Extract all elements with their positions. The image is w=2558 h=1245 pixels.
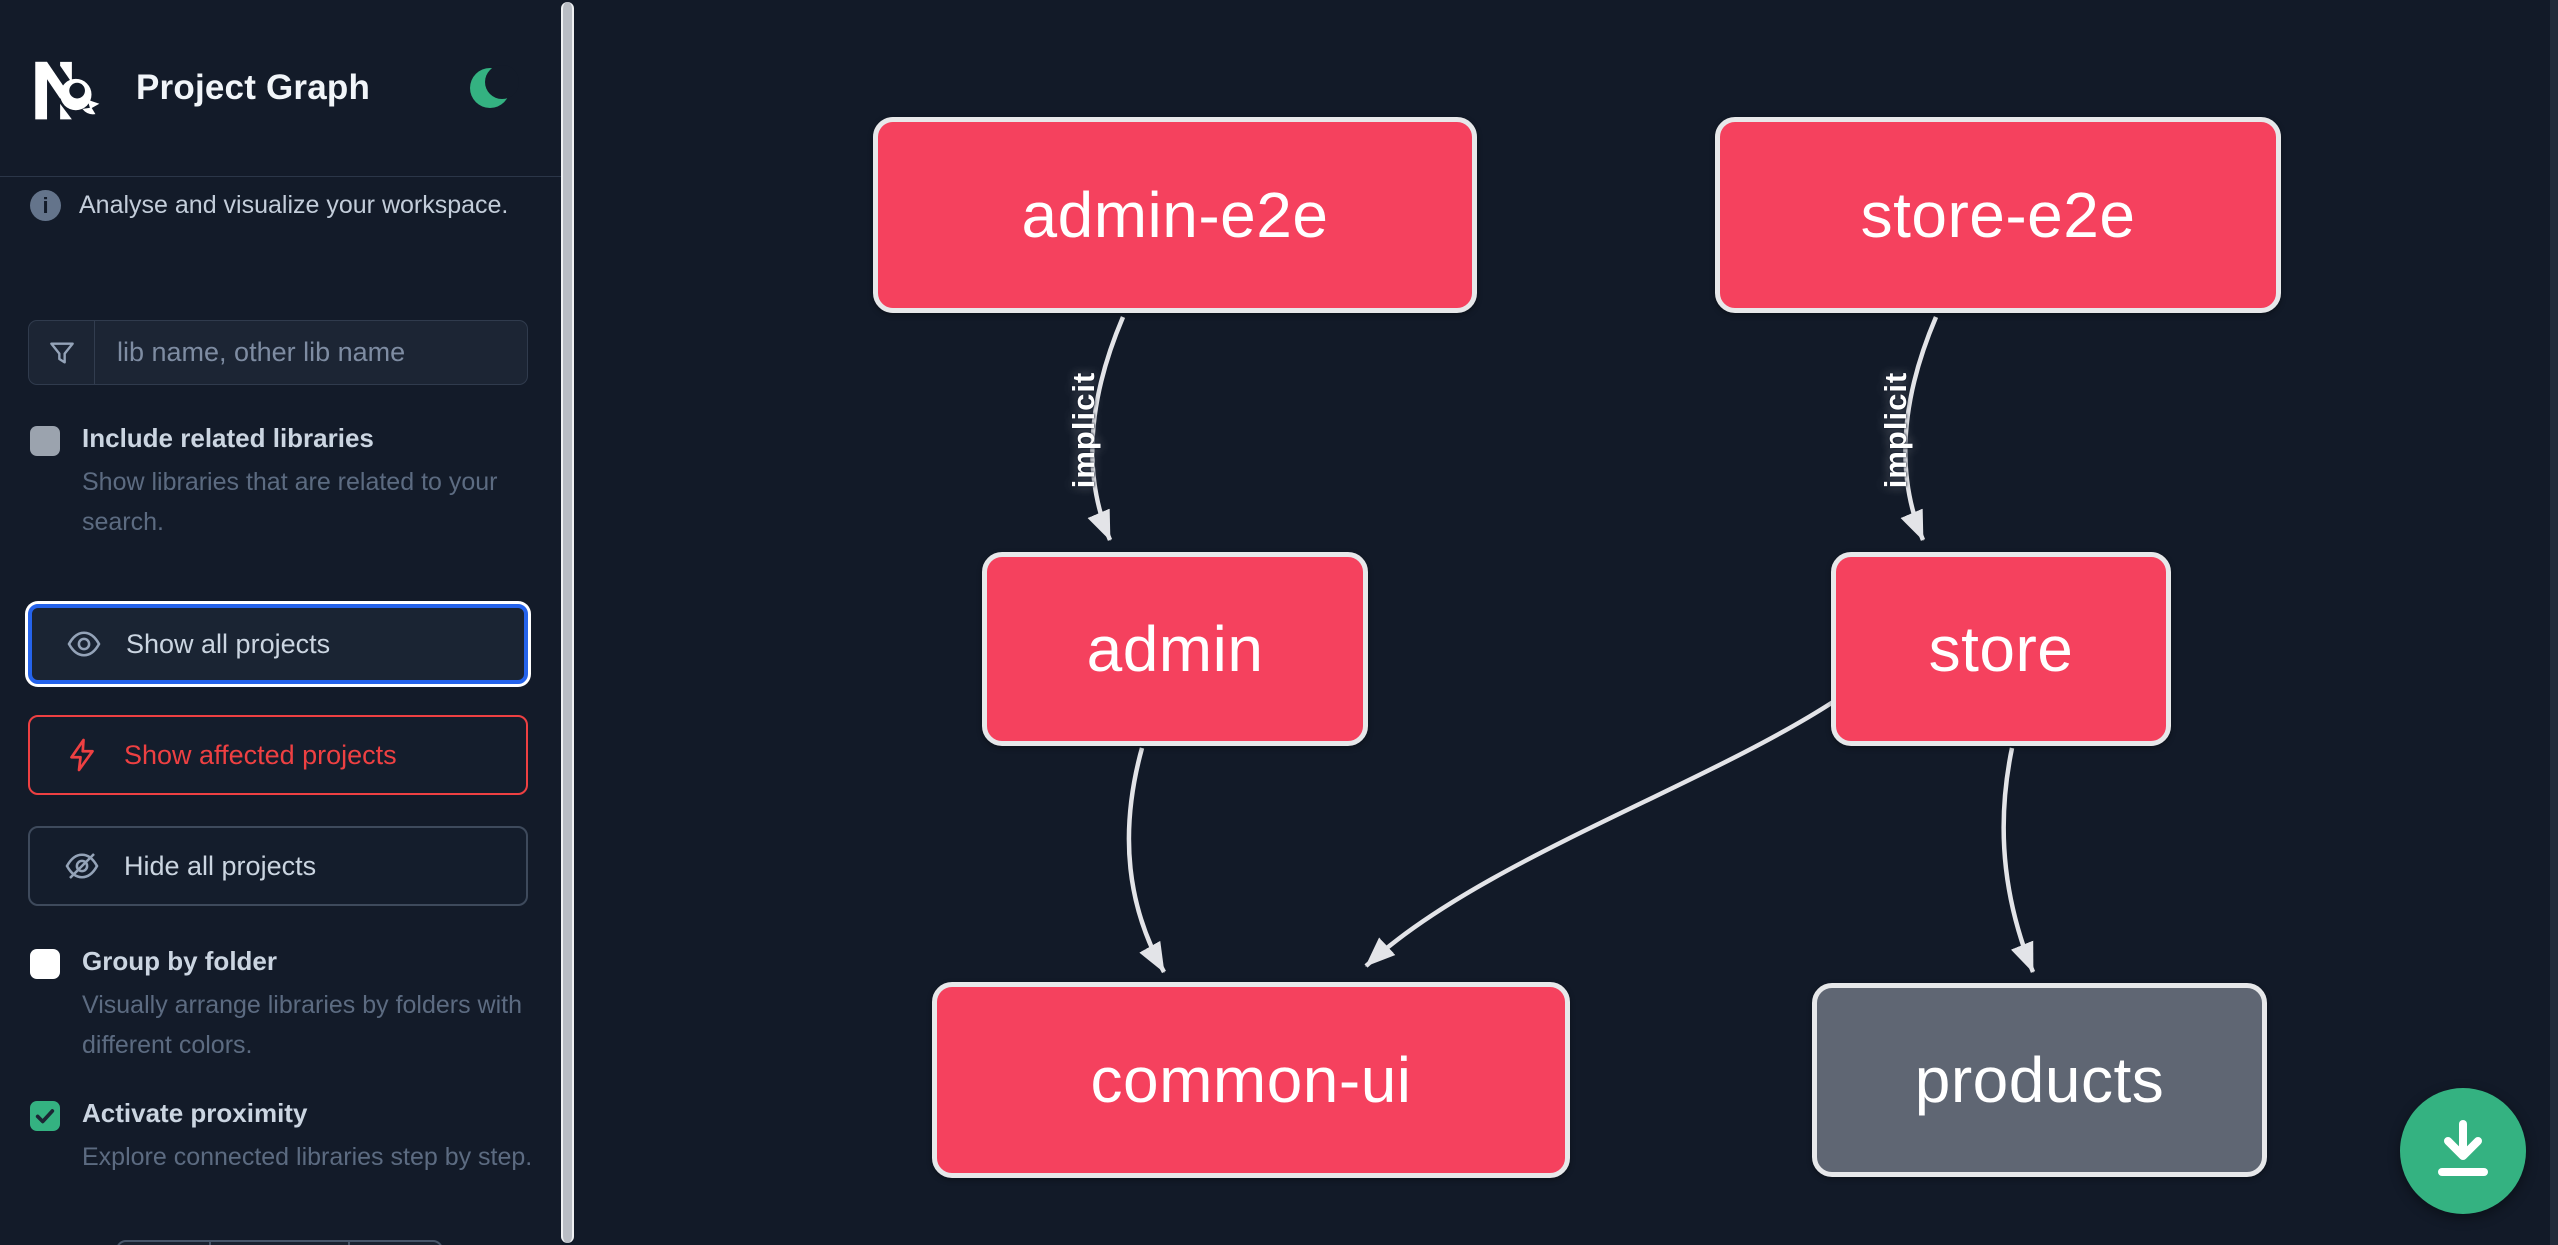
sidebar-header: Project Graph (0, 0, 562, 177)
info-icon: i (30, 190, 61, 221)
graph-node-store[interactable]: store (1831, 552, 2171, 746)
graph-node-admin-e2e[interactable]: admin-e2e (873, 117, 1477, 313)
toggle-description: Show libraries that are related to your … (82, 468, 498, 536)
page-scrollbar-track[interactable] (2550, 0, 2558, 1245)
toggle-label: Include related libraries (82, 423, 374, 453)
filter-search (28, 320, 528, 385)
group-by-folder-checkbox[interactable] (30, 949, 60, 979)
download-icon (2438, 1120, 2488, 1176)
edge-label-implicit: implicit (1066, 371, 1101, 489)
graph-node-products[interactable]: products (1812, 983, 2267, 1177)
theme-toggle-button[interactable] (470, 65, 519, 108)
info-text: Analyse and visualize your workspace. (79, 191, 509, 219)
include-related-checkbox[interactable] (30, 426, 60, 456)
show-all-projects-button[interactable]: Show all projects (28, 604, 528, 684)
graph-node-admin[interactable]: admin (982, 552, 1368, 746)
button-label: Show all projects (126, 628, 331, 659)
nx-logo (35, 61, 100, 120)
search-input[interactable] (95, 321, 527, 384)
toggle-group-by-folder: Group by folder Visually arrange librari… (28, 946, 533, 1065)
hide-all-projects-button[interactable]: Hide all projects (28, 826, 528, 906)
lightning-bolt-icon (70, 738, 94, 772)
filter-funnel-icon (29, 321, 95, 384)
toggle-label: Activate proximity (82, 1098, 308, 1128)
edge-label-implicit: implicit (1878, 371, 1913, 489)
sidebar-scrollbar[interactable] (561, 2, 574, 1243)
activate-proximity-checkbox[interactable] (30, 1101, 60, 1131)
toggle-include-related: Include related libraries Show libraries… (28, 423, 533, 542)
download-graph-button[interactable] (2400, 1088, 2526, 1214)
toggle-label: Group by folder (82, 946, 277, 976)
workspace-info: i Analyse and visualize your workspace. (30, 188, 535, 222)
sidebar: Project Graph i Analyse and visualize yo… (0, 0, 562, 1245)
toggle-description: Explore connected libraries step by step… (82, 1143, 533, 1171)
checkmark-icon (35, 1109, 55, 1124)
graph-node-common-ui[interactable]: common-ui (932, 982, 1570, 1178)
toggle-activate-proximity: Activate proximity Explore connected lib… (28, 1098, 533, 1177)
proximity-depth-stepper[interactable] (116, 1240, 443, 1245)
show-affected-projects-button[interactable]: Show affected projects (28, 715, 528, 795)
toggle-description: Visually arrange libraries by folders wi… (82, 991, 523, 1059)
graph-node-store-e2e[interactable]: store-e2e (1715, 117, 2281, 313)
button-label: Hide all projects (124, 850, 317, 881)
page-title: Project Graph (136, 68, 371, 107)
button-label: Show affected projects (124, 739, 397, 770)
eye-off-icon (65, 853, 99, 879)
eye-icon (67, 631, 101, 657)
